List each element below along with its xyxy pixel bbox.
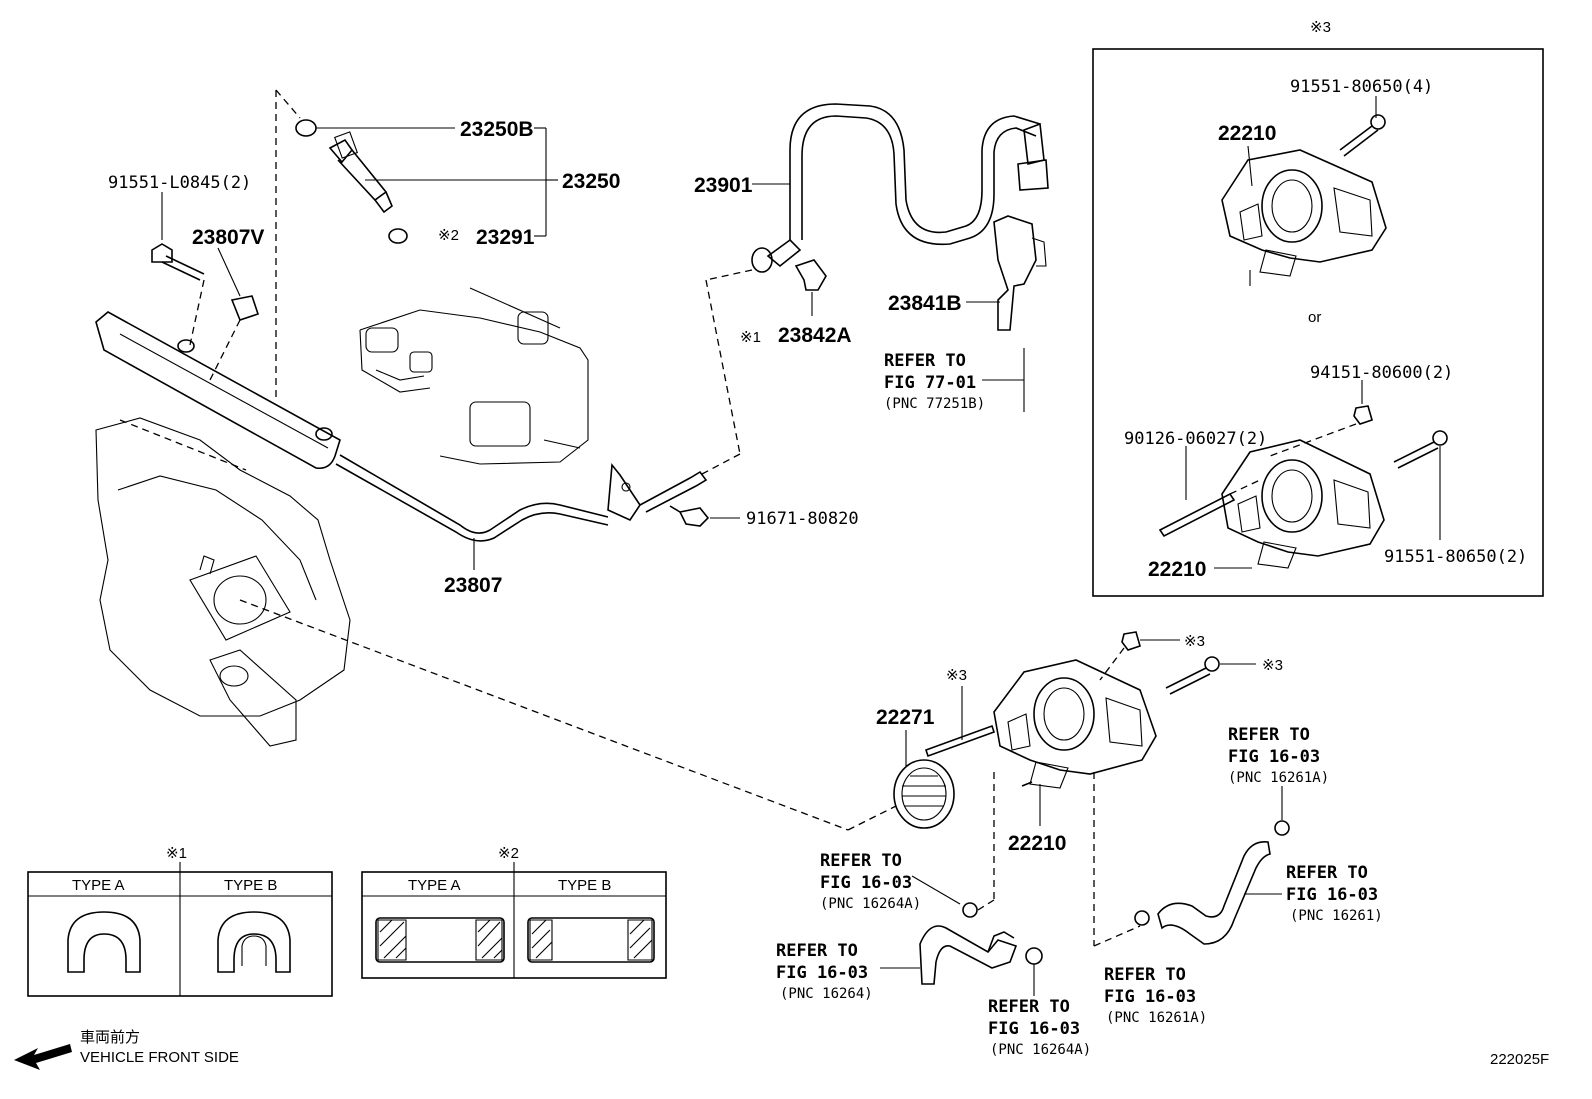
- ref-77-01-line2: FIG 77-01: [884, 373, 976, 393]
- bracket-23841B: [993, 215, 1037, 331]
- bolt-main: [1204, 656, 1220, 672]
- injector-group: [275, 89, 558, 400]
- ref-16264A-top-3: (PNC 16264A): [820, 896, 921, 912]
- throttle-body-22210-b: [1214, 439, 1385, 569]
- box-note-3: ※3: [1310, 19, 1331, 36]
- gasket-22271: [893, 759, 955, 829]
- ref-16261A-top-3: (PNC 16261A): [1228, 770, 1329, 786]
- label-23250: 23250: [562, 170, 620, 193]
- clip-type-a-shape: [67, 911, 141, 973]
- label-23842A: 23842A: [778, 324, 852, 347]
- note-3-nut: ※3: [1184, 633, 1205, 650]
- fuel-hose-23901: [701, 103, 1049, 475]
- ref-16264A-top-1: REFER TO: [820, 851, 902, 871]
- ref-16261-3: (PNC 16261): [1290, 908, 1383, 924]
- label-23807: 23807: [444, 574, 502, 597]
- legend-1-marker: ※1: [166, 845, 187, 862]
- legend-1-type-a: TYPE A: [72, 877, 125, 894]
- throttle-body-22210-main: [993, 659, 1157, 826]
- ref-16261A-bottom-1: REFER TO: [1104, 965, 1186, 985]
- nut-main: [1121, 631, 1141, 651]
- ref-16261A-top-1: REFER TO: [1228, 725, 1310, 745]
- label-23901: 23901: [694, 174, 753, 197]
- or-label: or: [1308, 309, 1321, 326]
- legend-2-type-b: TYPE B: [558, 877, 611, 894]
- spacer-23807V: [230, 295, 260, 321]
- note-1-marker: ※1: [740, 329, 761, 346]
- legend-1-type-b: TYPE B: [224, 877, 277, 894]
- label-91671-80820: 91671-80820: [746, 509, 859, 529]
- nut-94151-80600: [1353, 405, 1373, 425]
- clip-23842A: [794, 259, 827, 291]
- bolt-91551-80650-4: [1370, 114, 1386, 130]
- note-3-bolt: ※3: [1262, 657, 1283, 674]
- ref-77-01-line1: REFER TO: [884, 351, 966, 371]
- ref-16264-3: (PNC 16264): [780, 986, 873, 1002]
- label-23841B: 23841B: [888, 292, 962, 315]
- legend-note-1: ※1 TYPE A TYPE B: [27, 845, 333, 997]
- label-94151-80600: 94151-80600(2): [1310, 363, 1453, 383]
- note-3-stud: ※3: [946, 667, 967, 684]
- label-22271: 22271: [876, 706, 935, 729]
- coolant-hoses: [880, 772, 1290, 996]
- label-23291: 23291: [476, 226, 535, 249]
- ref-16261A-bottom-3: (PNC 16261A): [1106, 1010, 1207, 1026]
- ref-16264-1: REFER TO: [776, 941, 858, 961]
- stud-main: [924, 724, 996, 758]
- label-22210-c: 22210: [1008, 832, 1066, 855]
- clip-type-b-shape: [217, 911, 291, 973]
- label-23807V: 23807V: [192, 226, 264, 249]
- label-22210-b: 22210: [1148, 558, 1206, 581]
- ref-16261A-bottom-2: FIG 16-03: [1104, 987, 1196, 1007]
- legend-2-type-a: TYPE A: [408, 877, 461, 894]
- label-23250B: 23250B: [460, 118, 534, 141]
- insulator-23291: [388, 228, 408, 244]
- injector-body: [328, 138, 388, 202]
- insulator-type-b-shape: [527, 917, 655, 963]
- vehicle-front-en: VEHICLE FRONT SIDE: [80, 1049, 239, 1066]
- ref-16264A-bottom-3: (PNC 16264A): [990, 1042, 1091, 1058]
- label-91551-80650-2: 91551-80650(2): [1384, 547, 1527, 567]
- ref-16261-1: REFER TO: [1286, 863, 1368, 883]
- stud-90126-06027: [1158, 492, 1236, 538]
- ref-16264A-bottom-2: FIG 16-03: [988, 1019, 1080, 1039]
- label-91551-80650-4: 91551-80650(4): [1290, 77, 1433, 97]
- legend-2-marker: ※2: [498, 845, 519, 862]
- label-91551-L0845: 91551-L0845(2): [108, 173, 251, 193]
- engine-sketch: [359, 287, 589, 465]
- ref-16264-2: FIG 16-03: [776, 963, 868, 983]
- note-2-marker: ※2: [438, 227, 459, 244]
- legend-note-2: ※2 TYPE A TYPE B: [361, 845, 667, 979]
- bolt-91671-80820: [678, 507, 710, 527]
- bolt-91551-L0845: [151, 243, 173, 263]
- variant-box: [1092, 48, 1544, 597]
- insulator-type-a-shape: [375, 917, 505, 963]
- throttle-body-22210-a: [1221, 145, 1387, 286]
- front-arrow-icon: [14, 1044, 72, 1070]
- label-22210-a: 22210: [1218, 122, 1276, 145]
- vehicle-front-jp: 車両前方: [80, 1029, 140, 1046]
- ref-16261-2: FIG 16-03: [1286, 885, 1378, 905]
- vehicle-front-arrow: [14, 1044, 72, 1070]
- fuel-rail-23807: [95, 311, 708, 570]
- label-90126-06027: 90126-06027(2): [1124, 429, 1267, 449]
- ref-16261A-top-2: FIG 16-03: [1228, 747, 1320, 767]
- ref-77-01-line3: (PNC 77251B): [884, 396, 985, 412]
- ref-16264A-bottom-1: REFER TO: [988, 997, 1070, 1017]
- ref-16264A-top-2: FIG 16-03: [820, 873, 912, 893]
- o-ring-23250B: [295, 119, 317, 137]
- intake-manifold-sketch: [95, 417, 849, 831]
- bolt-91551-80650-2: [1432, 430, 1448, 446]
- figure-id: 222025F: [1490, 1051, 1549, 1068]
